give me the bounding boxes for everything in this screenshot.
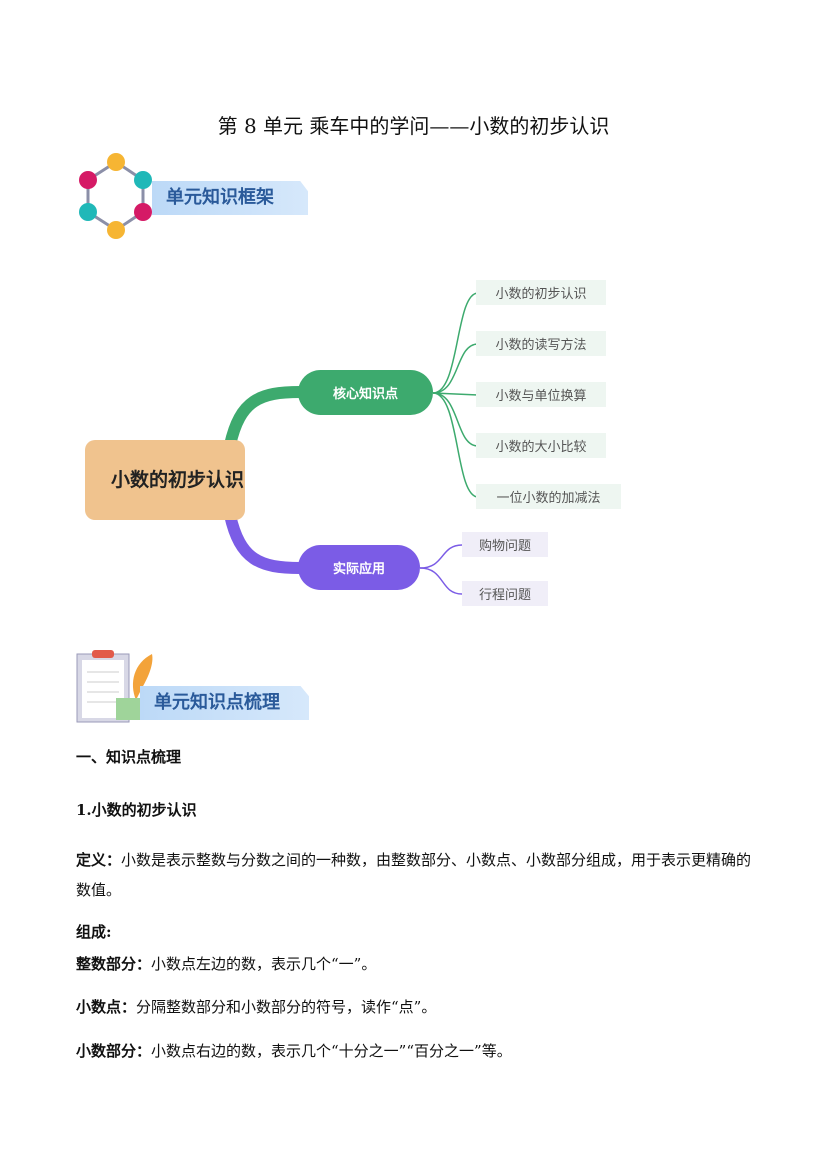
molecule-icon — [79, 153, 152, 239]
mindmap-leaf: 小数与单位换算 — [476, 382, 606, 407]
section-banner-framework: 单元知识框架 — [152, 181, 308, 215]
subsection-heading: 1.小数的初步认识 — [76, 801, 197, 819]
composition-item: 整数部分：小数点左边的数，表示几个“一”。 — [76, 955, 377, 973]
mindmap-root: 小数的初步认识 — [85, 440, 245, 520]
mindmap-leaf: 一位小数的加减法 — [476, 484, 621, 509]
clipboard-quill-icon — [76, 650, 153, 723]
definition-paragraph: 定义：小数是表示整数与分数之间的一种数，由整数部分、小数点、小数部分组成，用于表… — [76, 851, 752, 899]
mindmap-leaf: 行程问题 — [462, 581, 548, 606]
mindmap-connectors — [224, 292, 479, 595]
section-heading: 一、知识点梳理 — [76, 748, 182, 766]
composition-item: 小数点：分隔整数部分和小数部分的符号，读作“点”。 — [76, 998, 437, 1016]
page-title: 第 8 单元 乘车中的学问——小数的初步认识 — [217, 114, 610, 138]
mindmap-leaf: 小数的读写方法 — [476, 331, 606, 356]
mindmap-leaf: 购物问题 — [462, 532, 548, 557]
section-banner-knowledge: 单元知识点梳理 — [140, 686, 309, 720]
mindmap-leaf: 小数的大小比较 — [476, 433, 606, 458]
composition-item: 小数部分：小数点右边的数，表示几个“十分之一”“百分之一”等。 — [76, 1042, 512, 1060]
mindmap-leaf: 小数的初步认识 — [476, 280, 606, 305]
mindmap-core-node: 核心知识点 — [298, 370, 433, 415]
mindmap-apply-node: 实际应用 — [298, 545, 420, 590]
composition-label: 组成: — [76, 923, 112, 941]
